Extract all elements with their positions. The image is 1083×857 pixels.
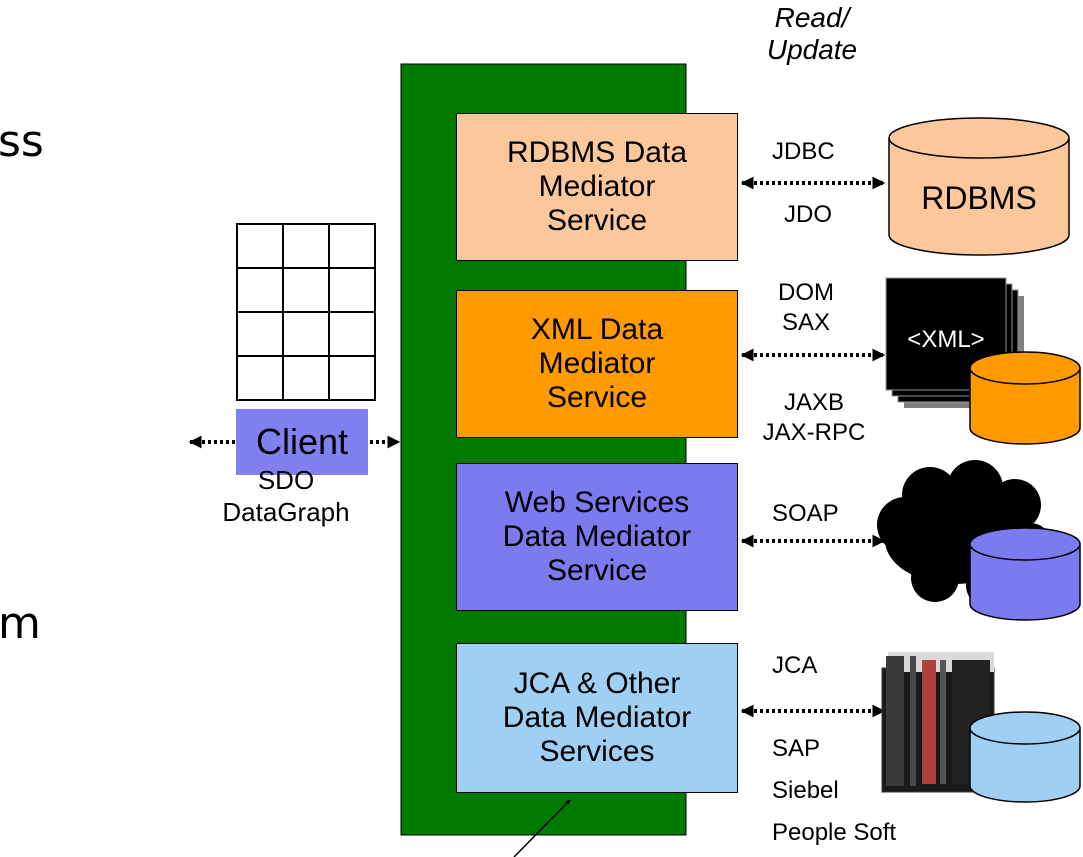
rdbms-mediator-label: RDBMS Data Mediator Service [506,136,688,237]
xml-mediator-label: XML Data Mediator Service [530,313,664,414]
left-text-fragment-2: m [0,598,41,649]
jca-mediator-label: JCA & Other Data Mediator Services [502,667,692,768]
client-box: Client [236,409,368,475]
jaxb-jaxrpc-label: JAXB JAX-RPC [762,389,866,446]
xml-source-label: <XML> [907,326,985,353]
bottom-pointer-arrow [513,799,571,857]
left-text-fragment-1: ss [0,116,44,167]
jca-database-icon [969,711,1081,803]
jdo-label: JDO [784,201,832,228]
rdbms-source-label: RDBMS [921,180,1037,216]
rdbms-database-icon [888,117,1070,256]
web-services-mediator-label: Web Services Data Mediator Service [502,486,692,587]
soap-label: SOAP [772,500,839,527]
xml-mediator-service: XML Data Mediator Service [456,290,738,438]
ws-database-icon [969,527,1081,621]
rdbms-mediator-service: RDBMS Data Mediator Service [456,113,738,261]
web-services-mediator-service: Web Services Data Mediator Service [456,463,738,611]
jca-mediator-service: JCA & Other Data Mediator Services [456,643,738,793]
jca-protocol-label: JCA [772,652,818,679]
sdo-datagraph-label: SDO DataGraph [222,465,350,527]
datagraph-grid-icon [236,223,376,401]
xml-database-icon [969,351,1081,445]
dom-sax-label: DOM SAX [778,279,834,336]
jdbc-label: JDBC [772,138,835,165]
read-update-label: Read/ Update [766,2,858,65]
client-label: Client [255,421,349,462]
enterprise-systems-label: SAP Siebel People Soft [772,735,897,846]
